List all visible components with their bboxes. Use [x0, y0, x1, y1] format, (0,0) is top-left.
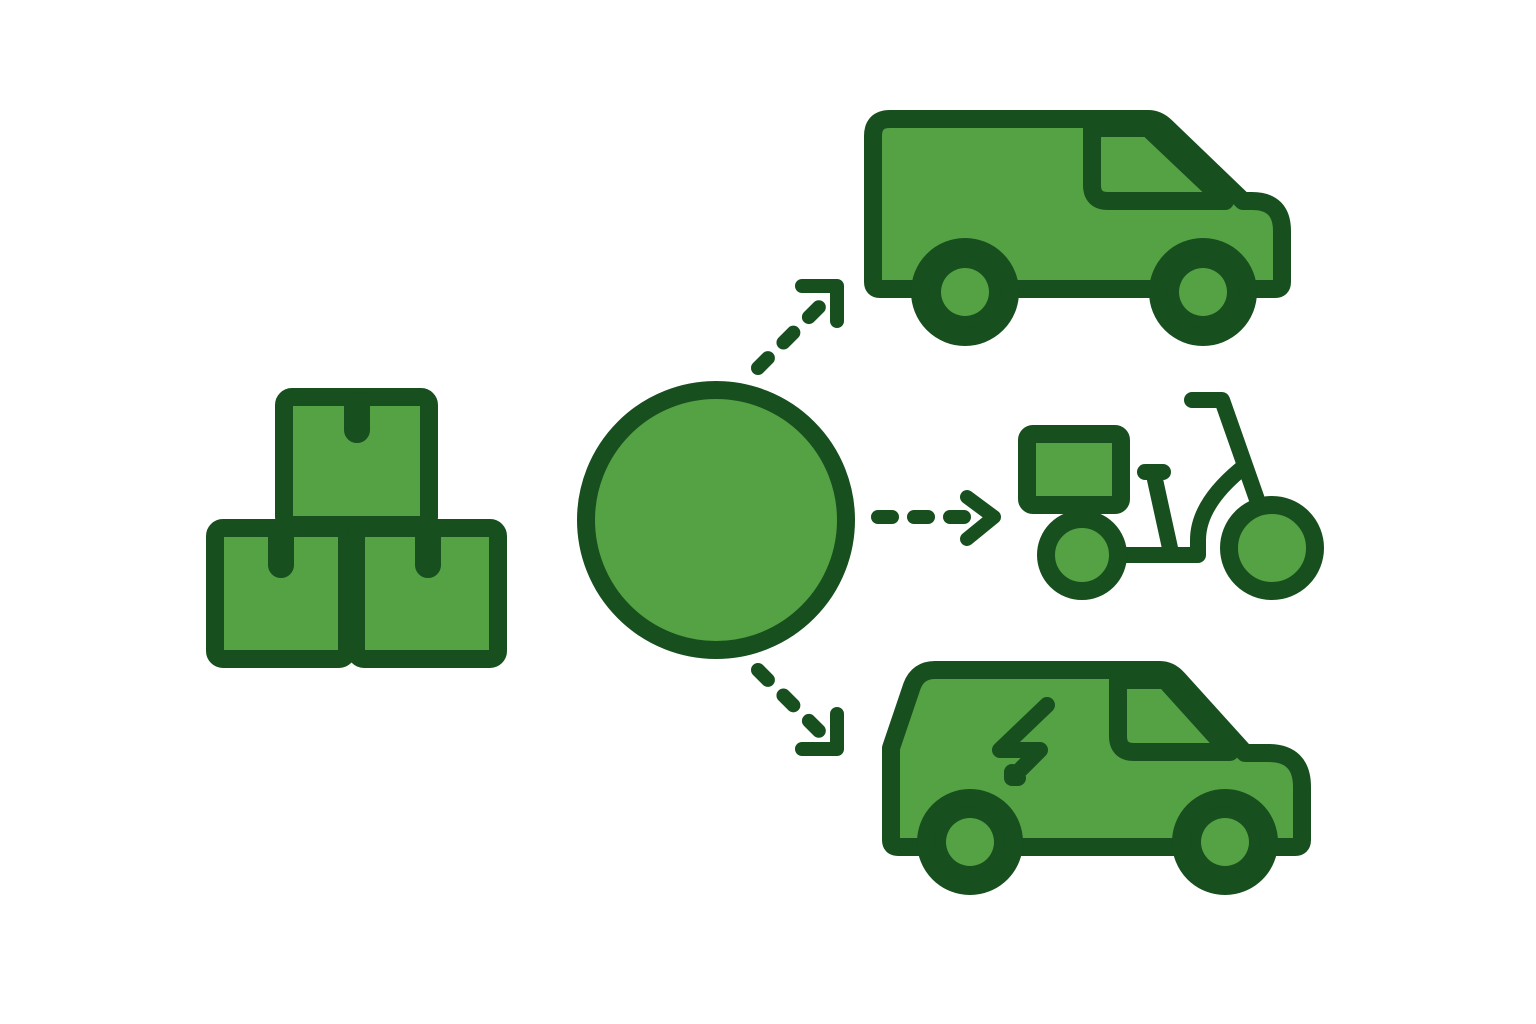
delivery-van-icon	[864, 110, 1291, 346]
wheel-hub	[1179, 268, 1227, 316]
arrow-to-scooter	[871, 490, 1001, 546]
scooter-fork	[1184, 392, 1281, 553]
lightning-bolt-icon	[992, 697, 1055, 786]
rear-wheel	[1037, 510, 1127, 600]
wheel-hub	[1201, 818, 1249, 866]
arrow-head	[795, 279, 844, 328]
arrow-head	[795, 707, 844, 756]
cargo-scooter-icon	[1018, 392, 1324, 600]
arrow-to-electric-van	[751, 663, 844, 756]
ev-window	[1109, 671, 1239, 761]
scooter-frame	[1112, 462, 1248, 563]
van-window	[1083, 119, 1234, 210]
dashed-line	[751, 291, 835, 375]
arrow-to-van	[751, 279, 844, 375]
wheel-hub	[941, 268, 989, 316]
electric-van-icon	[882, 661, 1311, 895]
box-tab	[415, 523, 441, 578]
front-wheel	[1220, 496, 1324, 600]
stacked-boxes-icon	[206, 388, 507, 668]
box-tab	[344, 392, 370, 443]
wheel-hub	[946, 818, 994, 866]
scooter-seat-post	[1137, 464, 1178, 556]
box-tab	[268, 523, 294, 578]
hub-circle-icon	[577, 381, 855, 659]
cargo-box	[1018, 425, 1130, 514]
arrow-head	[960, 490, 1001, 546]
dashed-line	[751, 663, 835, 747]
